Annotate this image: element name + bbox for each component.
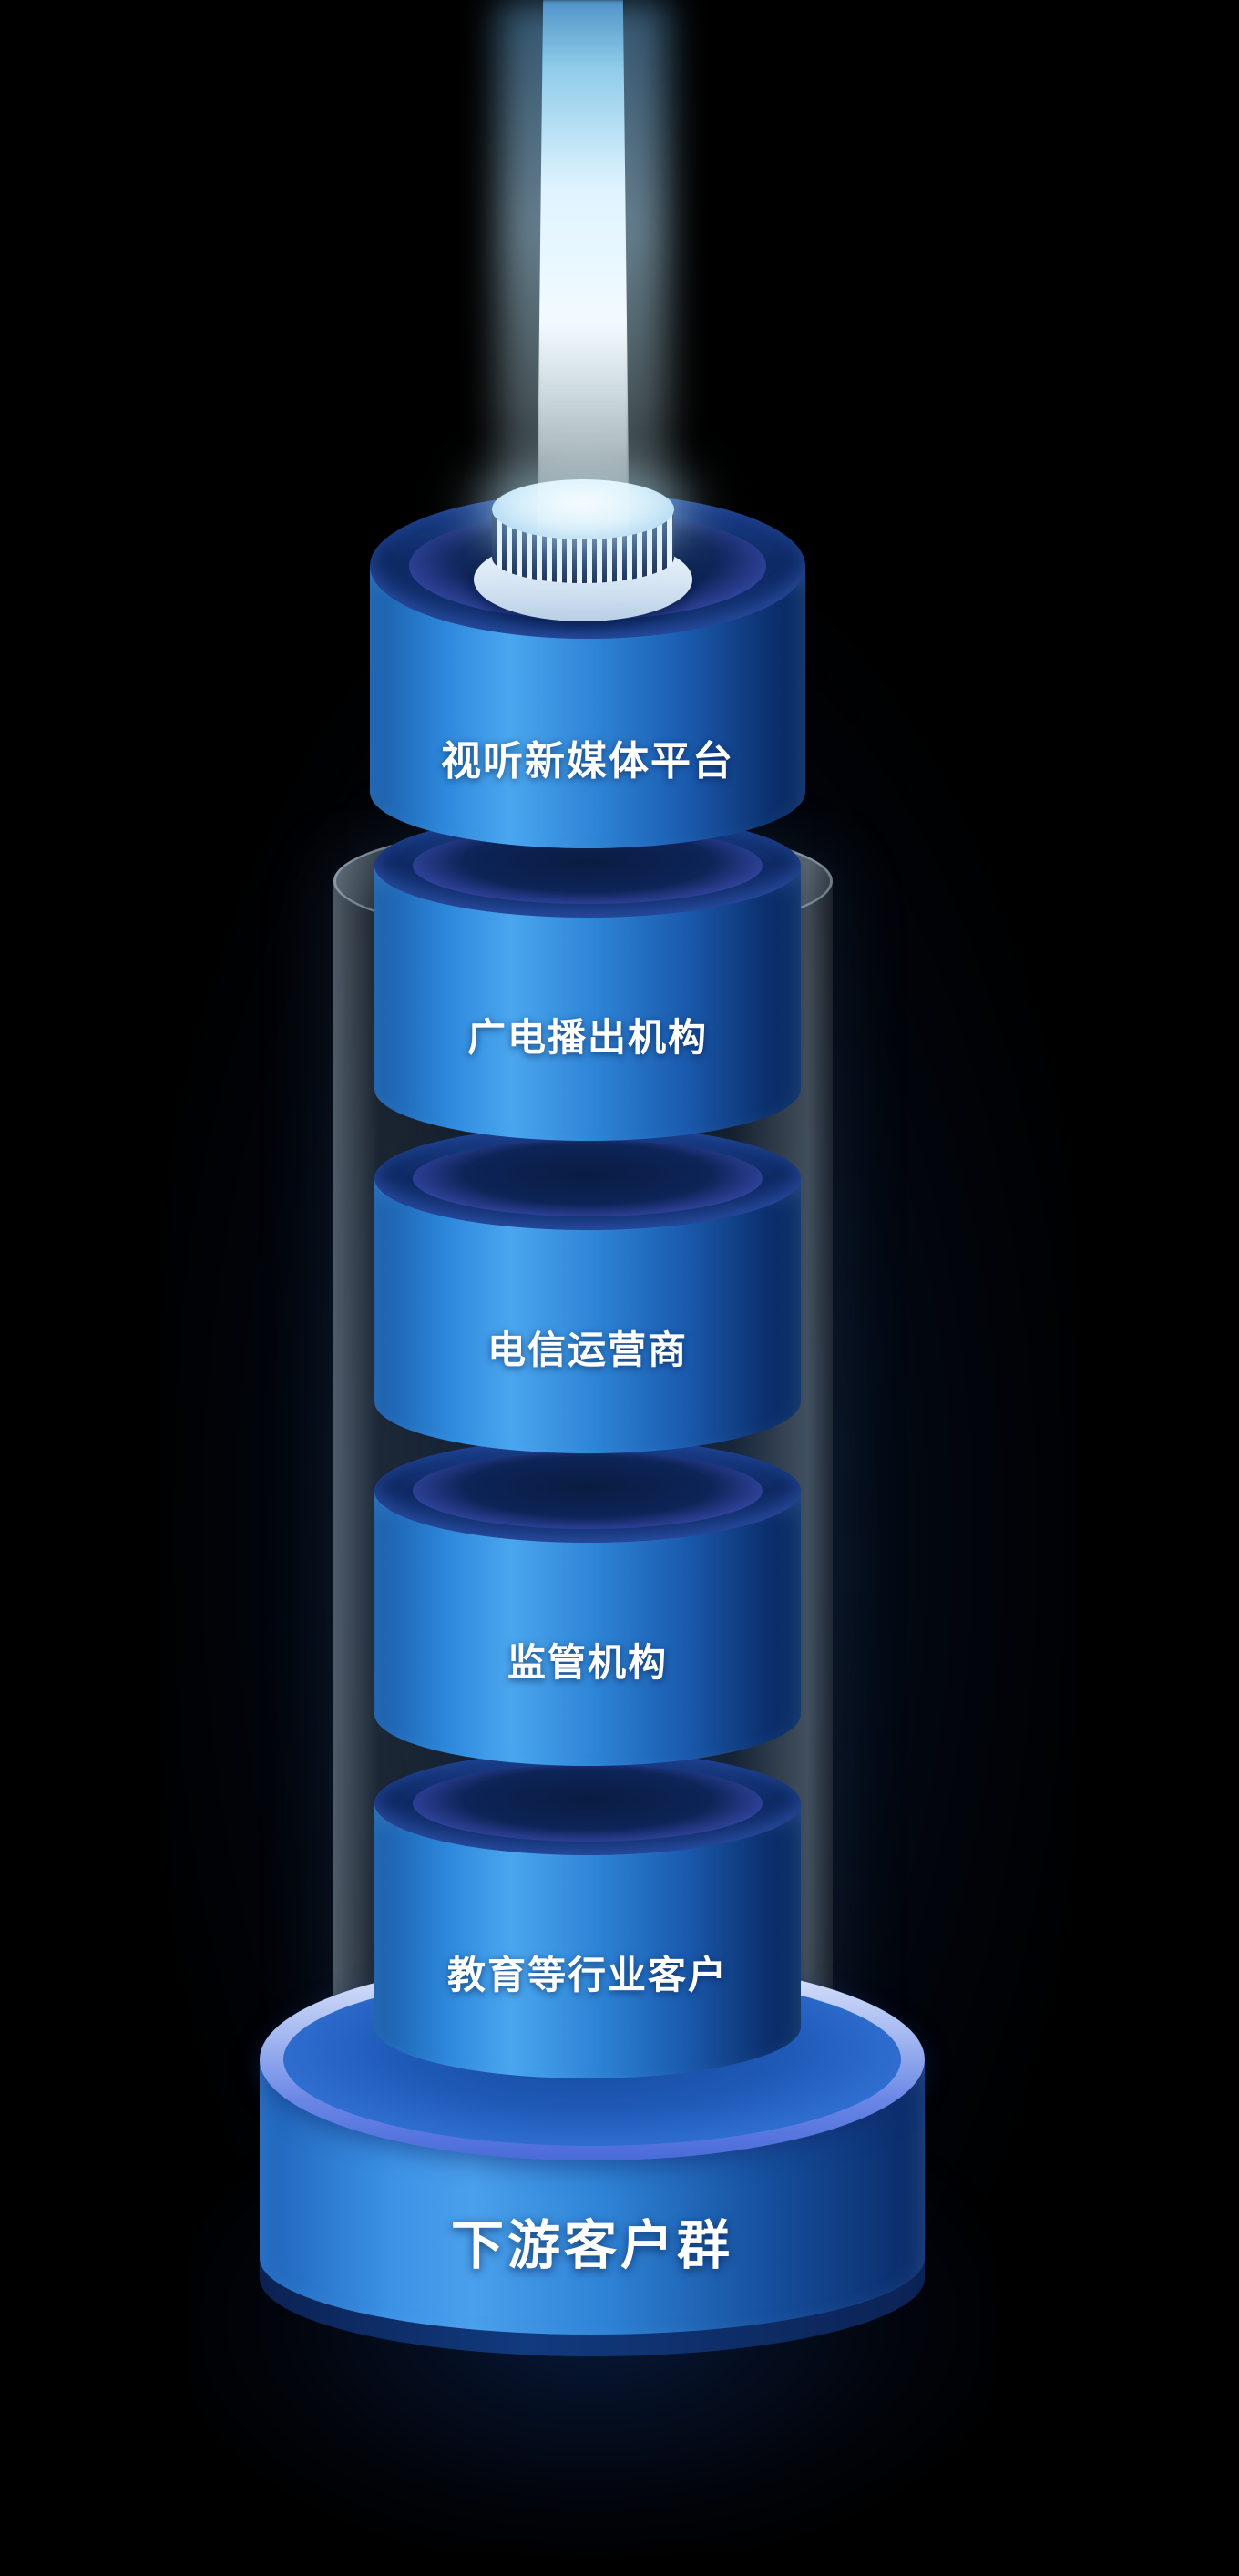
cylinder-label: 视听新媒体平台 [441, 739, 734, 784]
cylinder-top-ellipse [374, 1751, 801, 1855]
cylinder-label: 电信运营商 [486, 1329, 688, 1371]
cylinder-level-4: 监管机构 [374, 1439, 801, 1822]
cap-top-ellipse [492, 479, 674, 539]
cylinder-level-2: 广电播出机构 [374, 814, 801, 1196]
cylinder-top-ellipse [374, 1126, 801, 1230]
knurled-cap-icon [474, 472, 692, 627]
cylinder-level-3: 电信运营商 [374, 1126, 801, 1509]
cylinder-label: 监管机构 [507, 1641, 668, 1684]
cylinder-top-ellipse [374, 814, 801, 918]
cylinder-top-ellipse [374, 1439, 801, 1543]
cylinder-label: 广电播出机构 [466, 1016, 708, 1059]
cylinder-label: 教育等行业客户 [446, 1954, 728, 1996]
base-label: 下游客户群 [450, 2216, 733, 2275]
cylinder-level-5: 教育等行业客户 [374, 1751, 801, 2134]
